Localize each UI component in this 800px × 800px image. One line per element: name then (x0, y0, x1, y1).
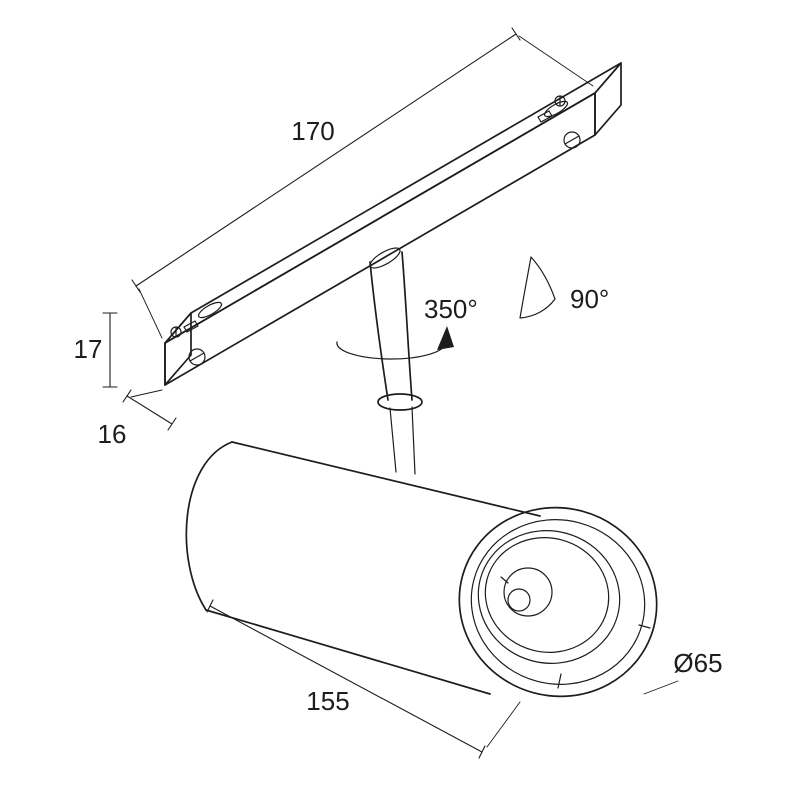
rail-screw-front-right (563, 131, 581, 149)
stem-left-edge (369, 261, 389, 401)
lens-circle (503, 567, 553, 617)
rail-clip-right (537, 110, 553, 123)
body-back-cap (185, 441, 233, 611)
rail-screw-top-right (554, 95, 566, 107)
track-length-label: 170 (291, 116, 334, 146)
rail-right-endcap (594, 62, 622, 136)
rail-screw-front-left (188, 348, 206, 366)
stem-joint-right (411, 406, 416, 475)
dim155-ext-right (486, 701, 521, 748)
rail-screw-top-left (170, 326, 182, 338)
rim-notch-right (638, 624, 651, 629)
front-rim-outer (458, 506, 658, 698)
body-top-edge (231, 441, 541, 517)
front-recess-inner (484, 537, 610, 653)
spotlight-body (185, 441, 658, 698)
tilt-angle-label: 90° (570, 284, 609, 314)
dim16-ext (130, 389, 163, 398)
rail-screw-front-right-slot (564, 135, 580, 145)
dim170-line (135, 33, 517, 287)
dim155-tick-right (478, 745, 486, 759)
rail-screw-front-left-slot (189, 352, 205, 362)
dimension-track-length: 170 (131, 27, 594, 339)
dim65-leader (643, 680, 679, 695)
body-bottom-edge (205, 609, 491, 695)
rotation-arrowhead-icon (437, 326, 454, 350)
dim155-tick-left (206, 599, 214, 613)
stem-right-edge (401, 251, 413, 401)
stem-joint-left (389, 407, 397, 473)
track-height-label: 17 (74, 334, 103, 364)
dim16-tick-right (167, 417, 177, 431)
dim170-tick-right (511, 27, 521, 41)
lens-inner-circle (507, 588, 531, 612)
front-recess-outer (477, 530, 621, 664)
rim-notch-bottom (557, 673, 562, 689)
dimension-track-height: 17 (74, 312, 118, 388)
dim170-ext-right (518, 35, 594, 87)
tilt-wedge-icon (519, 256, 556, 319)
dim155-line (209, 605, 483, 753)
swivel-stem (369, 247, 423, 475)
dim16-tick-left (122, 389, 132, 403)
lens-index-mark (500, 576, 509, 584)
track-width-label: 16 (98, 419, 127, 449)
rotation-indicator: 350° (336, 294, 478, 360)
dimension-body-diameter: Ø65 (643, 648, 723, 695)
body-diameter-label: Ø65 (673, 648, 722, 678)
track-rail (164, 62, 622, 386)
dimension-body-length: 155 (206, 599, 521, 759)
front-rim-inner (470, 519, 646, 685)
dim16-line (126, 395, 173, 425)
dim170-tick-left (131, 279, 141, 293)
rotation-arc (336, 341, 446, 360)
body-length-label: 155 (306, 686, 349, 716)
rail-slot-left (197, 301, 223, 319)
rail-slot-right (543, 100, 569, 118)
rail-top-face (164, 62, 622, 344)
dim170-ext-left (138, 288, 163, 339)
rail-clip-left (183, 320, 199, 333)
dimension-track-width: 16 (98, 389, 177, 449)
rotation-angle-label: 350° (424, 294, 478, 324)
rail-left-endcap (164, 312, 192, 386)
stem-bottom-collar (377, 393, 423, 411)
tilt-indicator: 90° (519, 256, 609, 319)
